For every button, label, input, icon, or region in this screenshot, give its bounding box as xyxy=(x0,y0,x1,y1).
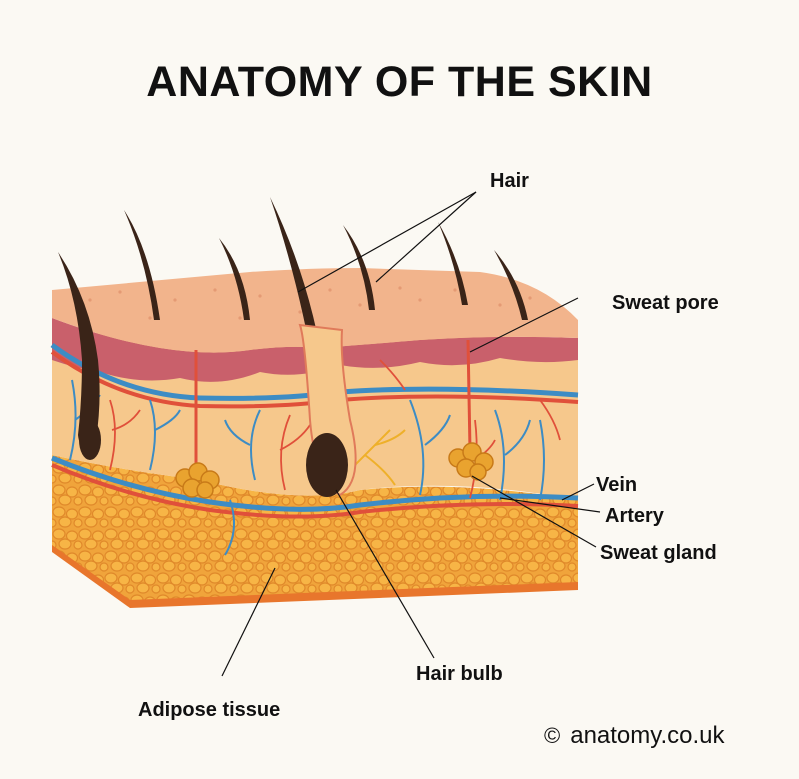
lower-vein xyxy=(51,455,579,512)
label-sweat-gland: Sweat gland xyxy=(600,542,717,564)
label-adipose-tissue: Adipose tissue xyxy=(138,699,281,721)
sweat-gland-right xyxy=(448,442,494,481)
upper-artery xyxy=(50,350,579,409)
leader-lines xyxy=(221,191,601,677)
upper-vein xyxy=(50,342,579,401)
red-capillaries xyxy=(109,359,561,499)
credit-text: anatomy.co.uk xyxy=(570,722,725,749)
page-title: ANATOMY OF THE SKIN xyxy=(146,58,653,106)
label-hair: Hair xyxy=(490,170,529,192)
label-sweat-pore: Sweat pore xyxy=(612,292,719,314)
copyright-icon: © xyxy=(544,723,561,748)
surface-pores xyxy=(88,286,532,320)
label-vein: Vein xyxy=(596,474,638,496)
sweat-gland-left xyxy=(175,462,220,499)
label-artery: Artery xyxy=(605,505,664,527)
hair-bulb-shape xyxy=(306,433,348,497)
lower-artery xyxy=(51,463,579,519)
sweat-duct-right xyxy=(466,339,472,451)
copyright-credit: © anatomy.co.uk xyxy=(544,722,725,750)
hair-left-follicle xyxy=(58,252,100,447)
epidermis-surface xyxy=(52,268,578,353)
label-hair-bulb: Hair bulb xyxy=(416,663,503,685)
